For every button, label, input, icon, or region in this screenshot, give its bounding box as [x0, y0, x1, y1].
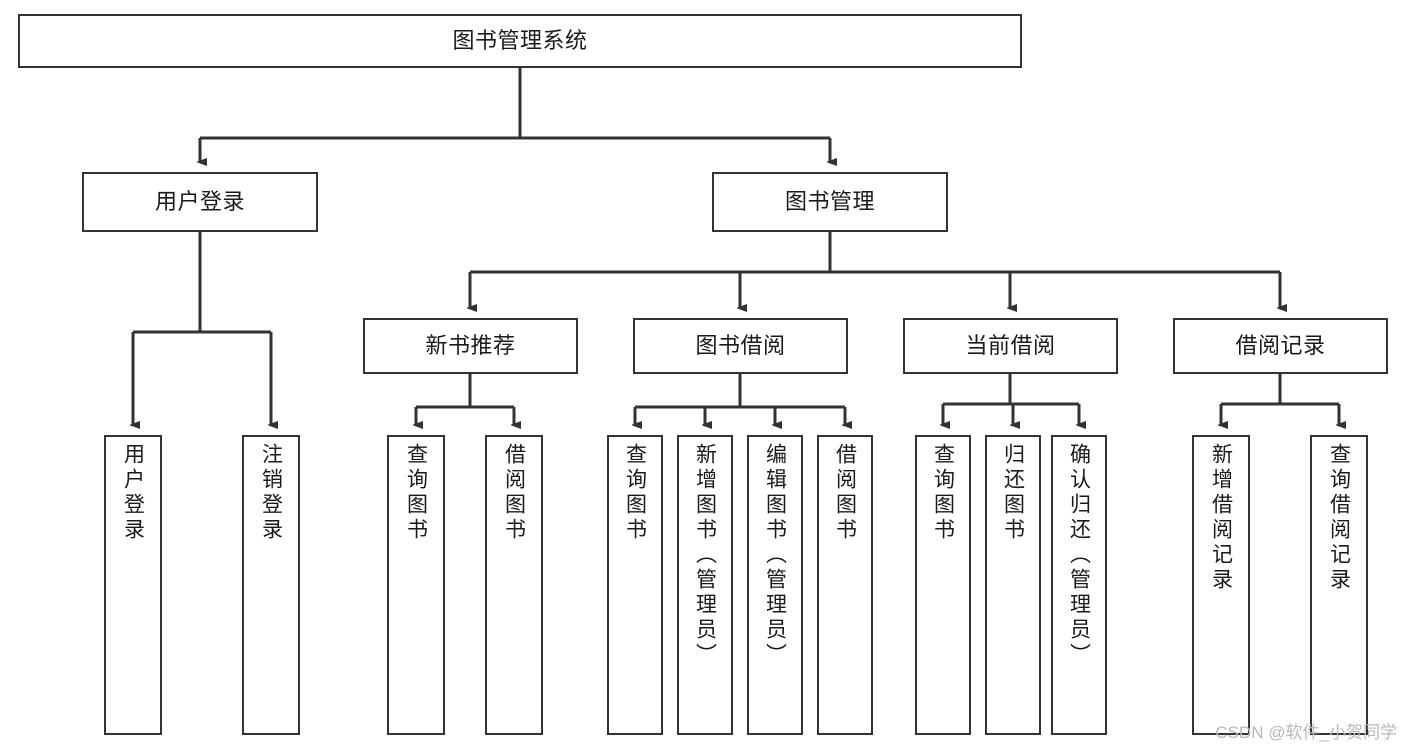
node-leaf-borrow-book-label: 借阅图书 [833, 443, 857, 543]
node-root[interactable]: 图书管理系统 [18, 14, 1022, 68]
node-book-manage-label: 图书管理 [784, 188, 875, 214]
node-leaf-user-logout-label: 注销登录 [259, 443, 283, 543]
node-leaf-query-book-rec-label: 查询图书 [404, 443, 428, 543]
node-leaf-query-book-borrow-label: 查询图书 [623, 443, 647, 543]
node-leaf-borrow-book-rec[interactable]: 借阅图书 [485, 435, 543, 735]
node-leaf-add-book-admin-label: 新增图书（管理员） [693, 443, 717, 668]
node-current-borrow[interactable]: 当前借阅 [903, 318, 1118, 374]
node-leaf-borrow-book-rec-label: 借阅图书 [502, 443, 526, 543]
node-leaf-query-borrow-record-label: 查询借阅记录 [1327, 443, 1351, 593]
node-leaf-query-book-borrow[interactable]: 查询图书 [607, 435, 663, 735]
node-leaf-query-book-cur-label: 查询图书 [931, 443, 955, 543]
node-user-login-label: 用户登录 [154, 188, 245, 214]
node-leaf-add-borrow-record[interactable]: 新增借阅记录 [1192, 435, 1250, 735]
node-leaf-user-login[interactable]: 用户登录 [104, 435, 162, 735]
node-user-login[interactable]: 用户登录 [82, 172, 318, 232]
node-leaf-return-book[interactable]: 归还图书 [985, 435, 1041, 735]
node-leaf-confirm-return-admin-label: 确认归还（管理员） [1067, 443, 1091, 668]
node-leaf-add-borrow-record-label: 新增借阅记录 [1209, 443, 1233, 593]
node-leaf-return-book-label: 归还图书 [1001, 443, 1025, 543]
node-book-borrow-label: 图书借阅 [695, 332, 786, 358]
node-new-book-recommend[interactable]: 新书推荐 [363, 318, 578, 374]
node-leaf-query-borrow-record[interactable]: 查询借阅记录 [1310, 435, 1368, 735]
node-leaf-query-book-rec[interactable]: 查询图书 [387, 435, 445, 735]
node-leaf-edit-book-admin-label: 编辑图书（管理员） [763, 443, 787, 668]
node-leaf-confirm-return-admin[interactable]: 确认归还（管理员） [1051, 435, 1107, 735]
node-leaf-user-login-label: 用户登录 [121, 443, 145, 543]
node-new-book-recommend-label: 新书推荐 [425, 332, 516, 358]
node-book-borrow[interactable]: 图书借阅 [633, 318, 848, 374]
node-current-borrow-label: 当前借阅 [965, 332, 1056, 358]
node-root-label: 图书管理系统 [452, 27, 588, 53]
node-leaf-user-logout[interactable]: 注销登录 [242, 435, 300, 735]
node-leaf-borrow-book[interactable]: 借阅图书 [817, 435, 873, 735]
node-leaf-add-book-admin[interactable]: 新增图书（管理员） [677, 435, 733, 735]
node-book-manage[interactable]: 图书管理 [712, 172, 948, 232]
node-borrow-record[interactable]: 借阅记录 [1173, 318, 1388, 374]
node-borrow-record-label: 借阅记录 [1235, 332, 1326, 358]
node-leaf-edit-book-admin[interactable]: 编辑图书（管理员） [747, 435, 803, 735]
node-leaf-query-book-cur[interactable]: 查询图书 [915, 435, 971, 735]
